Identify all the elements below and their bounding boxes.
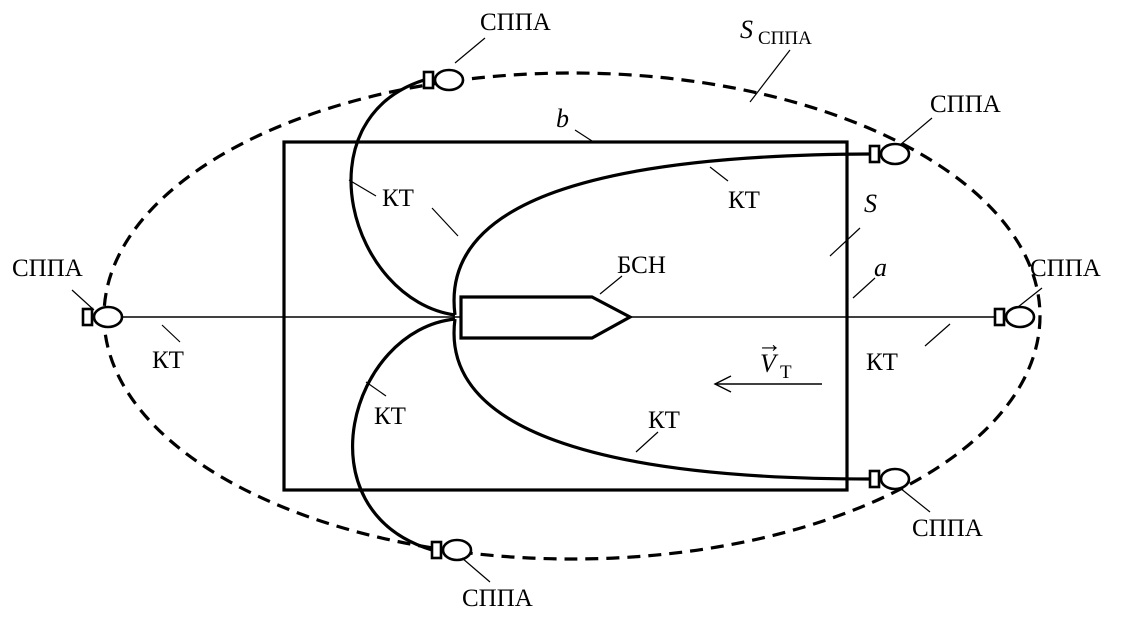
leader-kt-4 (365, 381, 387, 397)
label-velocity-arrow-mark: → (757, 331, 782, 358)
cable-top-left (349, 78, 456, 317)
sppa-buoy-right-top (868, 142, 911, 166)
leader-sppa-right-bottom (899, 487, 931, 513)
leader-kt-3 (709, 166, 729, 182)
label-kt-1: КТ (382, 185, 414, 212)
label-kt-3: КТ (728, 187, 760, 214)
cable-top-right (452, 152, 871, 316)
label-sppa-bottom: СППА (462, 585, 533, 612)
sppa-buoy-top (422, 68, 465, 92)
label-sppa-right: СППА (1030, 255, 1101, 282)
label-s: S (864, 189, 877, 218)
area-rectangle (282, 140, 849, 492)
label-kt-left: КТ (152, 347, 184, 374)
sppa-buoy-right (993, 305, 1036, 329)
leader-bsn (599, 275, 623, 295)
label-sppa-right-top: СППА (930, 91, 1001, 118)
cable-bottom-left (350, 317, 456, 552)
sppa-buoys (81, 68, 1036, 562)
velocity-arrow (713, 375, 822, 393)
label-kt-5: КТ (648, 407, 680, 434)
label-sppa-left: СППА (12, 255, 83, 282)
label-bsn: БСН (617, 252, 666, 279)
leader-sppa-right (1017, 287, 1043, 308)
leader-sppa-top (454, 37, 486, 64)
label-s-sppa-sub: СППА (758, 28, 812, 49)
leader-a (852, 277, 876, 299)
leader-s (829, 227, 861, 257)
leader-kt-right (924, 323, 951, 347)
label-kt-right: КТ (866, 349, 898, 376)
label-a: a (874, 253, 887, 282)
sppa-buoy-right-bottom (868, 467, 911, 491)
label-s-sppa: S (740, 15, 753, 44)
leader-b (574, 129, 593, 142)
label-b: b (556, 104, 569, 133)
leader-sppa-right-top (899, 117, 933, 146)
leader-kt-1 (348, 179, 377, 197)
leader-sppa-left (71, 289, 95, 311)
leader-kt-5 (635, 431, 659, 453)
sppa-buoy-bottom (430, 538, 473, 562)
leader-kt-2 (431, 207, 459, 237)
cable-bottom-right (452, 318, 871, 481)
label-kt-4: КТ (374, 403, 406, 430)
leader-lines (71, 37, 1043, 583)
label-velocity-sub: Т (780, 362, 792, 383)
sppa-buoy-left (81, 305, 124, 329)
label-sppa-top: СППА (480, 9, 551, 36)
label-velocity: V (760, 349, 779, 378)
leader-s-sppa (749, 49, 791, 103)
label-sppa-right-bottom: СППА (912, 515, 983, 542)
vessel-bsn (459, 295, 634, 340)
leader-sppa-bottom (461, 557, 491, 583)
cables (118, 78, 995, 552)
leader-kt-left (161, 324, 181, 343)
